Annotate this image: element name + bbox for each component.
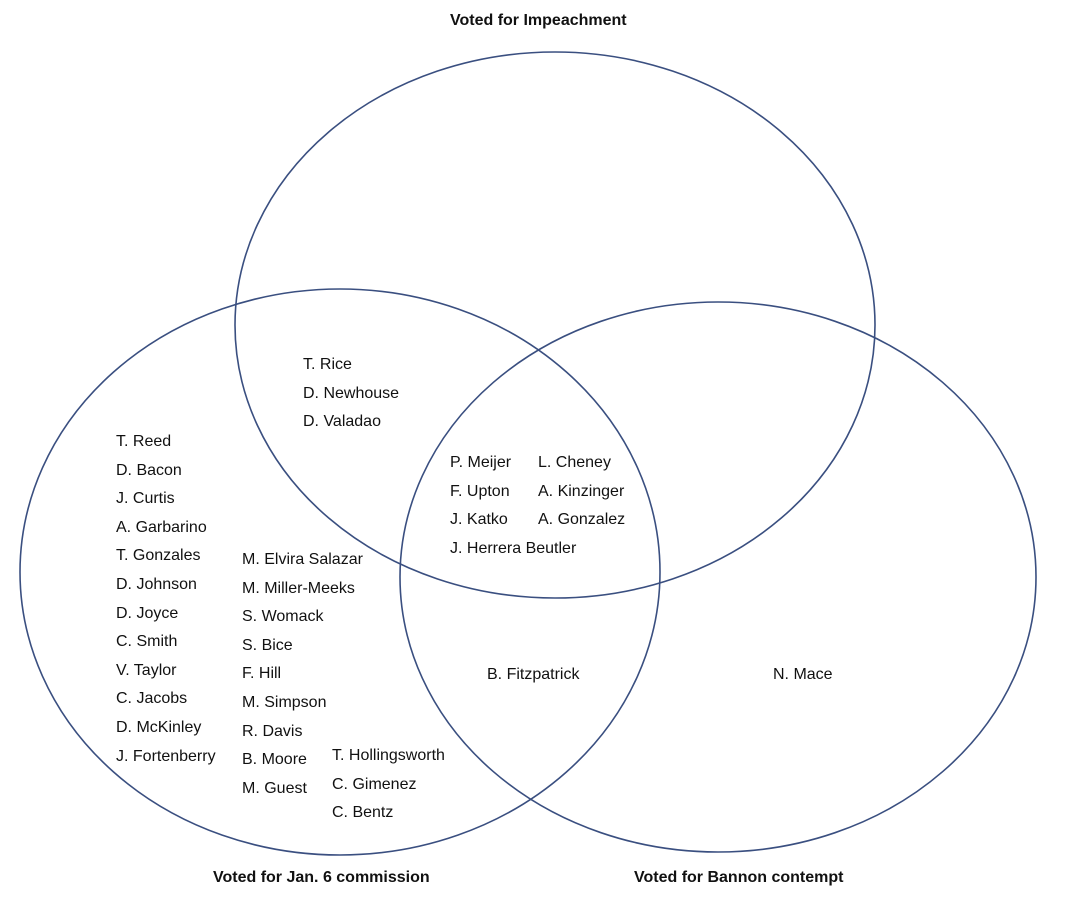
member-name: P. Meijer	[450, 454, 512, 471]
member-name: J. Curtis	[116, 490, 175, 508]
member-name: B. Moore	[242, 751, 307, 769]
member-name: S. Womack	[242, 608, 324, 626]
member-name: R. Davis	[242, 722, 303, 740]
commission-only-names-col3: T. Hollingsworth C. Gimenez C. Bentz	[332, 742, 445, 828]
member-name: D. McKinley	[116, 718, 202, 736]
member-name: V. Taylor	[116, 661, 177, 679]
member-name: M. Miller-Meeks	[242, 579, 355, 597]
member-name: D. Valadao	[303, 413, 381, 431]
member-name: C. Jacobs	[116, 690, 188, 708]
member-name: D. Johnson	[116, 575, 197, 593]
impeachment-circle	[234, 51, 876, 599]
bannon-only-name: N. Mace	[773, 666, 833, 683]
member-name: C. Bentz	[332, 804, 394, 822]
member-name: T. Reed	[116, 433, 172, 450]
member-name: F. Hill	[242, 665, 282, 683]
all-three-names-col2: L. Cheney A. Kinzinger A. Gonzalez	[538, 449, 625, 535]
member-name: C. Smith	[116, 633, 178, 651]
member-name: F. Upton	[450, 482, 510, 500]
member-name: A. Gonzalez	[538, 511, 626, 529]
member-name: C. Gimenez	[332, 775, 417, 793]
member-name: A. Garbarino	[116, 518, 207, 536]
member-name: D. Bacon	[116, 461, 182, 479]
member-name: L. Cheney	[538, 454, 611, 471]
member-name: J. Fortenberry	[116, 747, 216, 765]
member-name: S. Bice	[242, 636, 293, 654]
member-name: T. Hollingsworth	[332, 747, 445, 764]
bannon-set-label: Voted for Bannon contempt	[634, 869, 844, 886]
member-name: A. Kinzinger	[538, 482, 625, 500]
commission-only-names-col1: T. Reed D. Bacon J. Curtis A. Garbarino …	[116, 428, 216, 771]
commission-set-label: Voted for Jan. 6 commission	[213, 869, 430, 886]
member-name: M. Elvira Salazar	[242, 551, 363, 568]
commission-only-names-col2: M. Elvira Salazar M. Miller-Meeks S. Wom…	[242, 546, 363, 803]
member-name: M. Simpson	[242, 693, 327, 711]
member-name: T. Rice	[303, 356, 352, 373]
member-name: J. Herrera Beutler	[450, 539, 577, 557]
commission-bannon-name: B. Fitzpatrick	[487, 666, 580, 683]
impeachment-set-label: Voted for Impeachment	[450, 12, 627, 29]
member-name: T. Gonzales	[116, 547, 201, 565]
member-name: D. Joyce	[116, 604, 179, 622]
bannon-circle	[399, 301, 1037, 853]
all-three-names-col1: P. Meijer F. Upton J. Katko J. Herrera B…	[450, 449, 576, 563]
impeachment-commission-names: T. Rice D. Newhouse D. Valadao	[303, 351, 399, 437]
member-name: D. Newhouse	[303, 384, 400, 402]
member-name: M. Guest	[242, 779, 307, 797]
commission-circle	[19, 288, 661, 856]
member-name: J. Katko	[450, 511, 508, 529]
